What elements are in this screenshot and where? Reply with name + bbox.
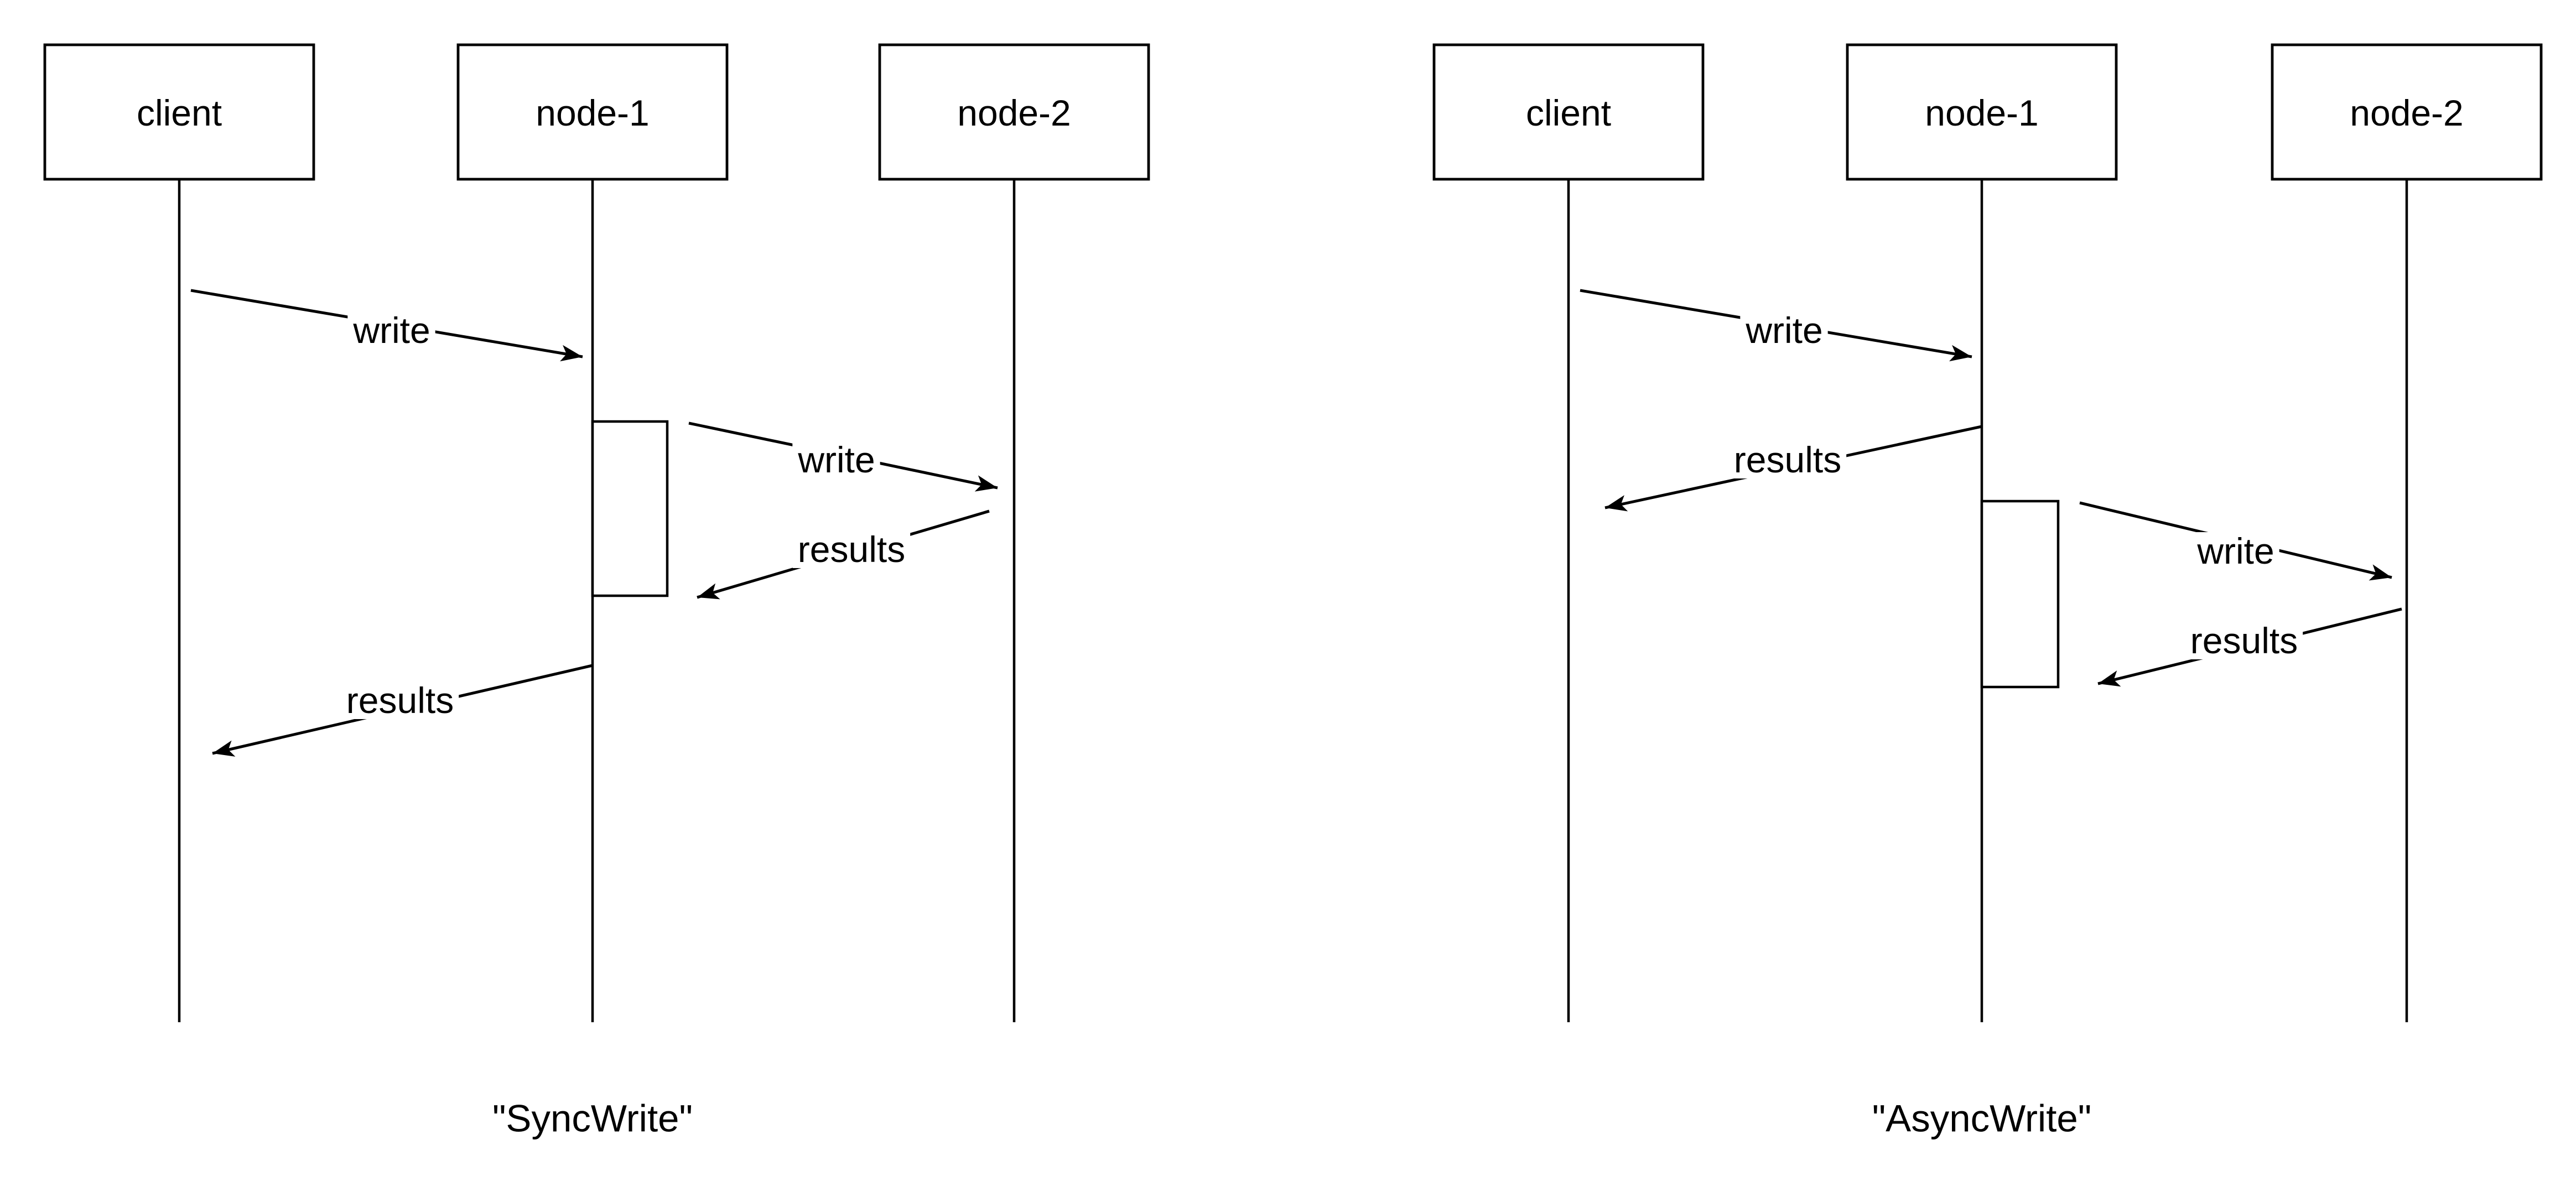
label-background — [341, 681, 459, 720]
label-background — [2185, 622, 2303, 660]
actor-label-node-2: node-2 — [2350, 92, 2464, 133]
activation-box-node-1 — [591, 420, 669, 597]
message-label-write-1: write — [1745, 310, 1822, 351]
actor-box-node-2 — [2271, 43, 2543, 181]
async-write-diagram: client node-1 node-2 write results write… — [1432, 43, 2543, 1140]
actor-label-node-1: node-1 — [536, 92, 650, 133]
actor-box-client — [1432, 43, 1705, 181]
message-label-results-1: results — [798, 529, 905, 570]
actor-label-node-1: node-1 — [1925, 92, 2039, 133]
message-label-results-1: results — [1734, 439, 1841, 480]
label-background — [347, 311, 435, 350]
diagram-caption-async-write: "AsyncWrite" — [1872, 1097, 2092, 1140]
message-label-write-2: write — [797, 439, 875, 480]
label-background — [1740, 311, 1828, 350]
activation-box-node-1 — [1980, 499, 2060, 689]
label-background — [1728, 441, 1847, 479]
diagram-caption-sync-write: "SyncWrite" — [492, 1097, 693, 1140]
label-background — [792, 441, 880, 479]
actor-label-node-2: node-2 — [957, 92, 1071, 133]
message-label-results-2: results — [2190, 620, 2298, 661]
actor-box-node-1 — [456, 43, 729, 181]
actor-box-node-2 — [878, 43, 1150, 181]
actor-box-node-1 — [1846, 43, 2118, 181]
message-label-write-1: write — [352, 310, 430, 351]
label-background — [2191, 532, 2279, 570]
sync-write-diagram: client node-1 node-2 write write results… — [43, 43, 1150, 1140]
message-label-write-2: write — [2196, 530, 2274, 571]
label-background — [792, 530, 911, 569]
actor-box-client — [43, 43, 315, 181]
actor-label-client: client — [1526, 92, 1611, 133]
message-label-results-2: results — [346, 680, 454, 721]
actor-label-client: client — [137, 92, 222, 133]
